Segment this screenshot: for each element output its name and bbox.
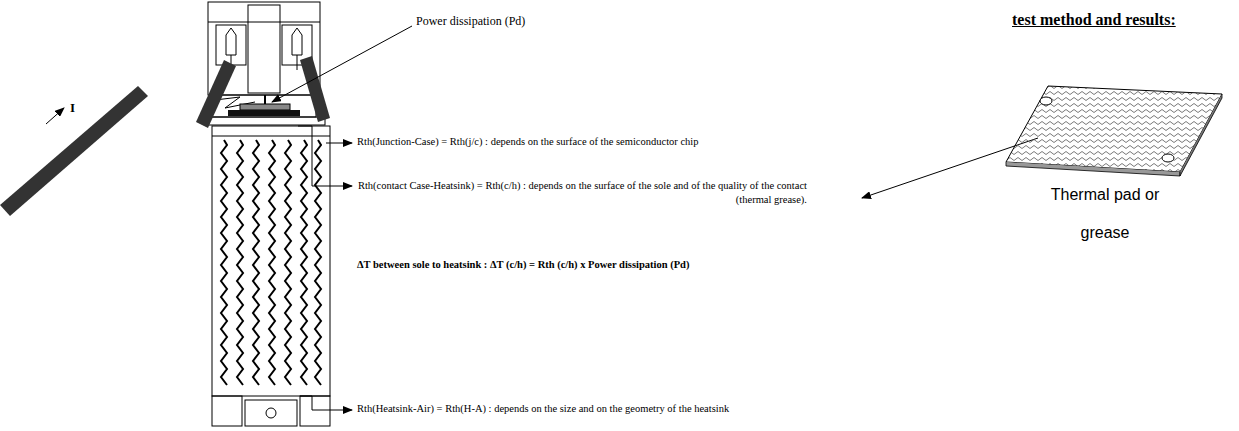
- thermal-pad: [1006, 86, 1222, 176]
- rth-note: Rth(Heatsink-Air) = Rth(H-A) : depends o…: [357, 403, 729, 416]
- pad-caption: Thermal pad or grease: [1040, 176, 1170, 252]
- terminal-bar: [196, 60, 236, 128]
- rth-note: Rth(Junction-Case) = Rth(j/c) : depends …: [357, 136, 699, 149]
- rth-note: Rth(contact Case-Heatsink) = Rth(c/h) : …: [357, 179, 807, 207]
- current-arrow: [46, 108, 64, 124]
- bond-wire: [264, 95, 266, 104]
- heatsink-fin: [285, 140, 291, 385]
- leader-lines: [272, 26, 1038, 410]
- current-lead: [0, 86, 148, 216]
- heatsink-fin: [269, 140, 275, 385]
- current-symbol: I: [70, 100, 75, 116]
- semiconductor-chip: [240, 104, 290, 110]
- terminal-bar: [300, 56, 330, 122]
- heatsink-fin: [315, 140, 321, 385]
- formula: ΔT between sole to heatsink : ΔT (c/h) =…: [357, 259, 689, 272]
- heatsink-fin: [237, 140, 243, 385]
- chip-substrate: [228, 110, 300, 116]
- heatsink-fin: [301, 140, 307, 385]
- heatsink-fin: [221, 140, 227, 385]
- callout-label: Power dissipation (Pd): [416, 14, 525, 28]
- heading: test method and results:: [1012, 10, 1176, 29]
- heatsink-fin: [253, 140, 259, 385]
